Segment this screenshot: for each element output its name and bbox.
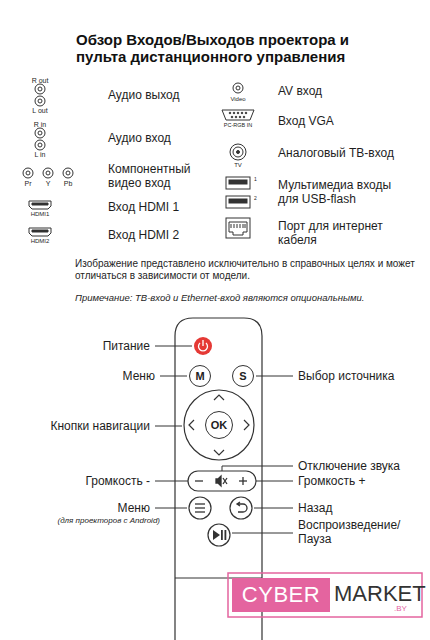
callout-label: Воспроизведение/ Пауза	[298, 518, 410, 547]
port-label: Pr	[25, 180, 32, 188]
port-description: AV вход	[278, 84, 322, 98]
port-label: HDMI2	[31, 238, 50, 245]
port-label: Y	[46, 180, 51, 188]
watermark-box: CYBER	[232, 578, 330, 612]
watermark-text: MARKET	[334, 581, 426, 607]
ok-button: OK	[205, 411, 233, 439]
callout-label: Меню	[118, 501, 150, 515]
port-description: Аналоговый ТВ-вход	[278, 146, 394, 160]
port-label: TV	[234, 162, 242, 169]
port-description: Вход VGA	[278, 114, 334, 128]
port-label: Pb	[64, 180, 73, 188]
node-text: S	[239, 370, 246, 382]
port-number: 1	[254, 176, 257, 182]
source-button: S	[232, 365, 254, 387]
note-text: Изображение представлено исключительно в…	[75, 258, 420, 282]
port-label: R in	[34, 121, 46, 129]
callout-note: (для проекторов с Android)	[58, 516, 161, 526]
callout-label: Громкость +	[298, 474, 366, 488]
port-label: PC-RGB IN	[224, 122, 252, 129]
title-text: Обзор Входов/Выходов проектора и пульта …	[76, 31, 376, 66]
port-description: Аудио выход	[108, 88, 179, 102]
port-description: Вход HDMI 1	[108, 200, 179, 214]
port-label: R out	[32, 77, 49, 85]
callout-label: Отключение звука	[298, 459, 400, 473]
watermark-text: .BY	[394, 604, 407, 614]
callout-label: Меню	[123, 369, 155, 383]
port-description: Аудио вход	[108, 131, 171, 145]
port-label: HDMI1	[31, 211, 50, 218]
callout-label: Громкость -	[85, 474, 150, 488]
callout-label: Назад	[298, 501, 332, 515]
port-description: Мультимедиа входы для USB-flash	[278, 178, 408, 207]
port-number: 2	[254, 195, 257, 201]
callout-label: Кнопки навигации	[50, 419, 150, 433]
port-label: L in	[34, 151, 45, 159]
node-text: CYBER	[242, 582, 320, 608]
menu-button: M	[189, 365, 211, 387]
port-description: Компонентный видео вход	[108, 162, 216, 191]
port-description: Порт для интернет кабеля	[278, 219, 396, 248]
port-description: Вход HDMI 2	[108, 228, 179, 242]
node-text: M	[195, 370, 204, 382]
callout-label: Выбор источника	[298, 369, 394, 383]
note-text: Примечание: ТВ-вход и Ethernet-вход явля…	[75, 292, 425, 303]
callout-label: Питание	[103, 339, 150, 353]
port-label: L out	[32, 107, 47, 115]
port-label: Video	[230, 96, 245, 103]
node-text: OK	[211, 419, 228, 431]
